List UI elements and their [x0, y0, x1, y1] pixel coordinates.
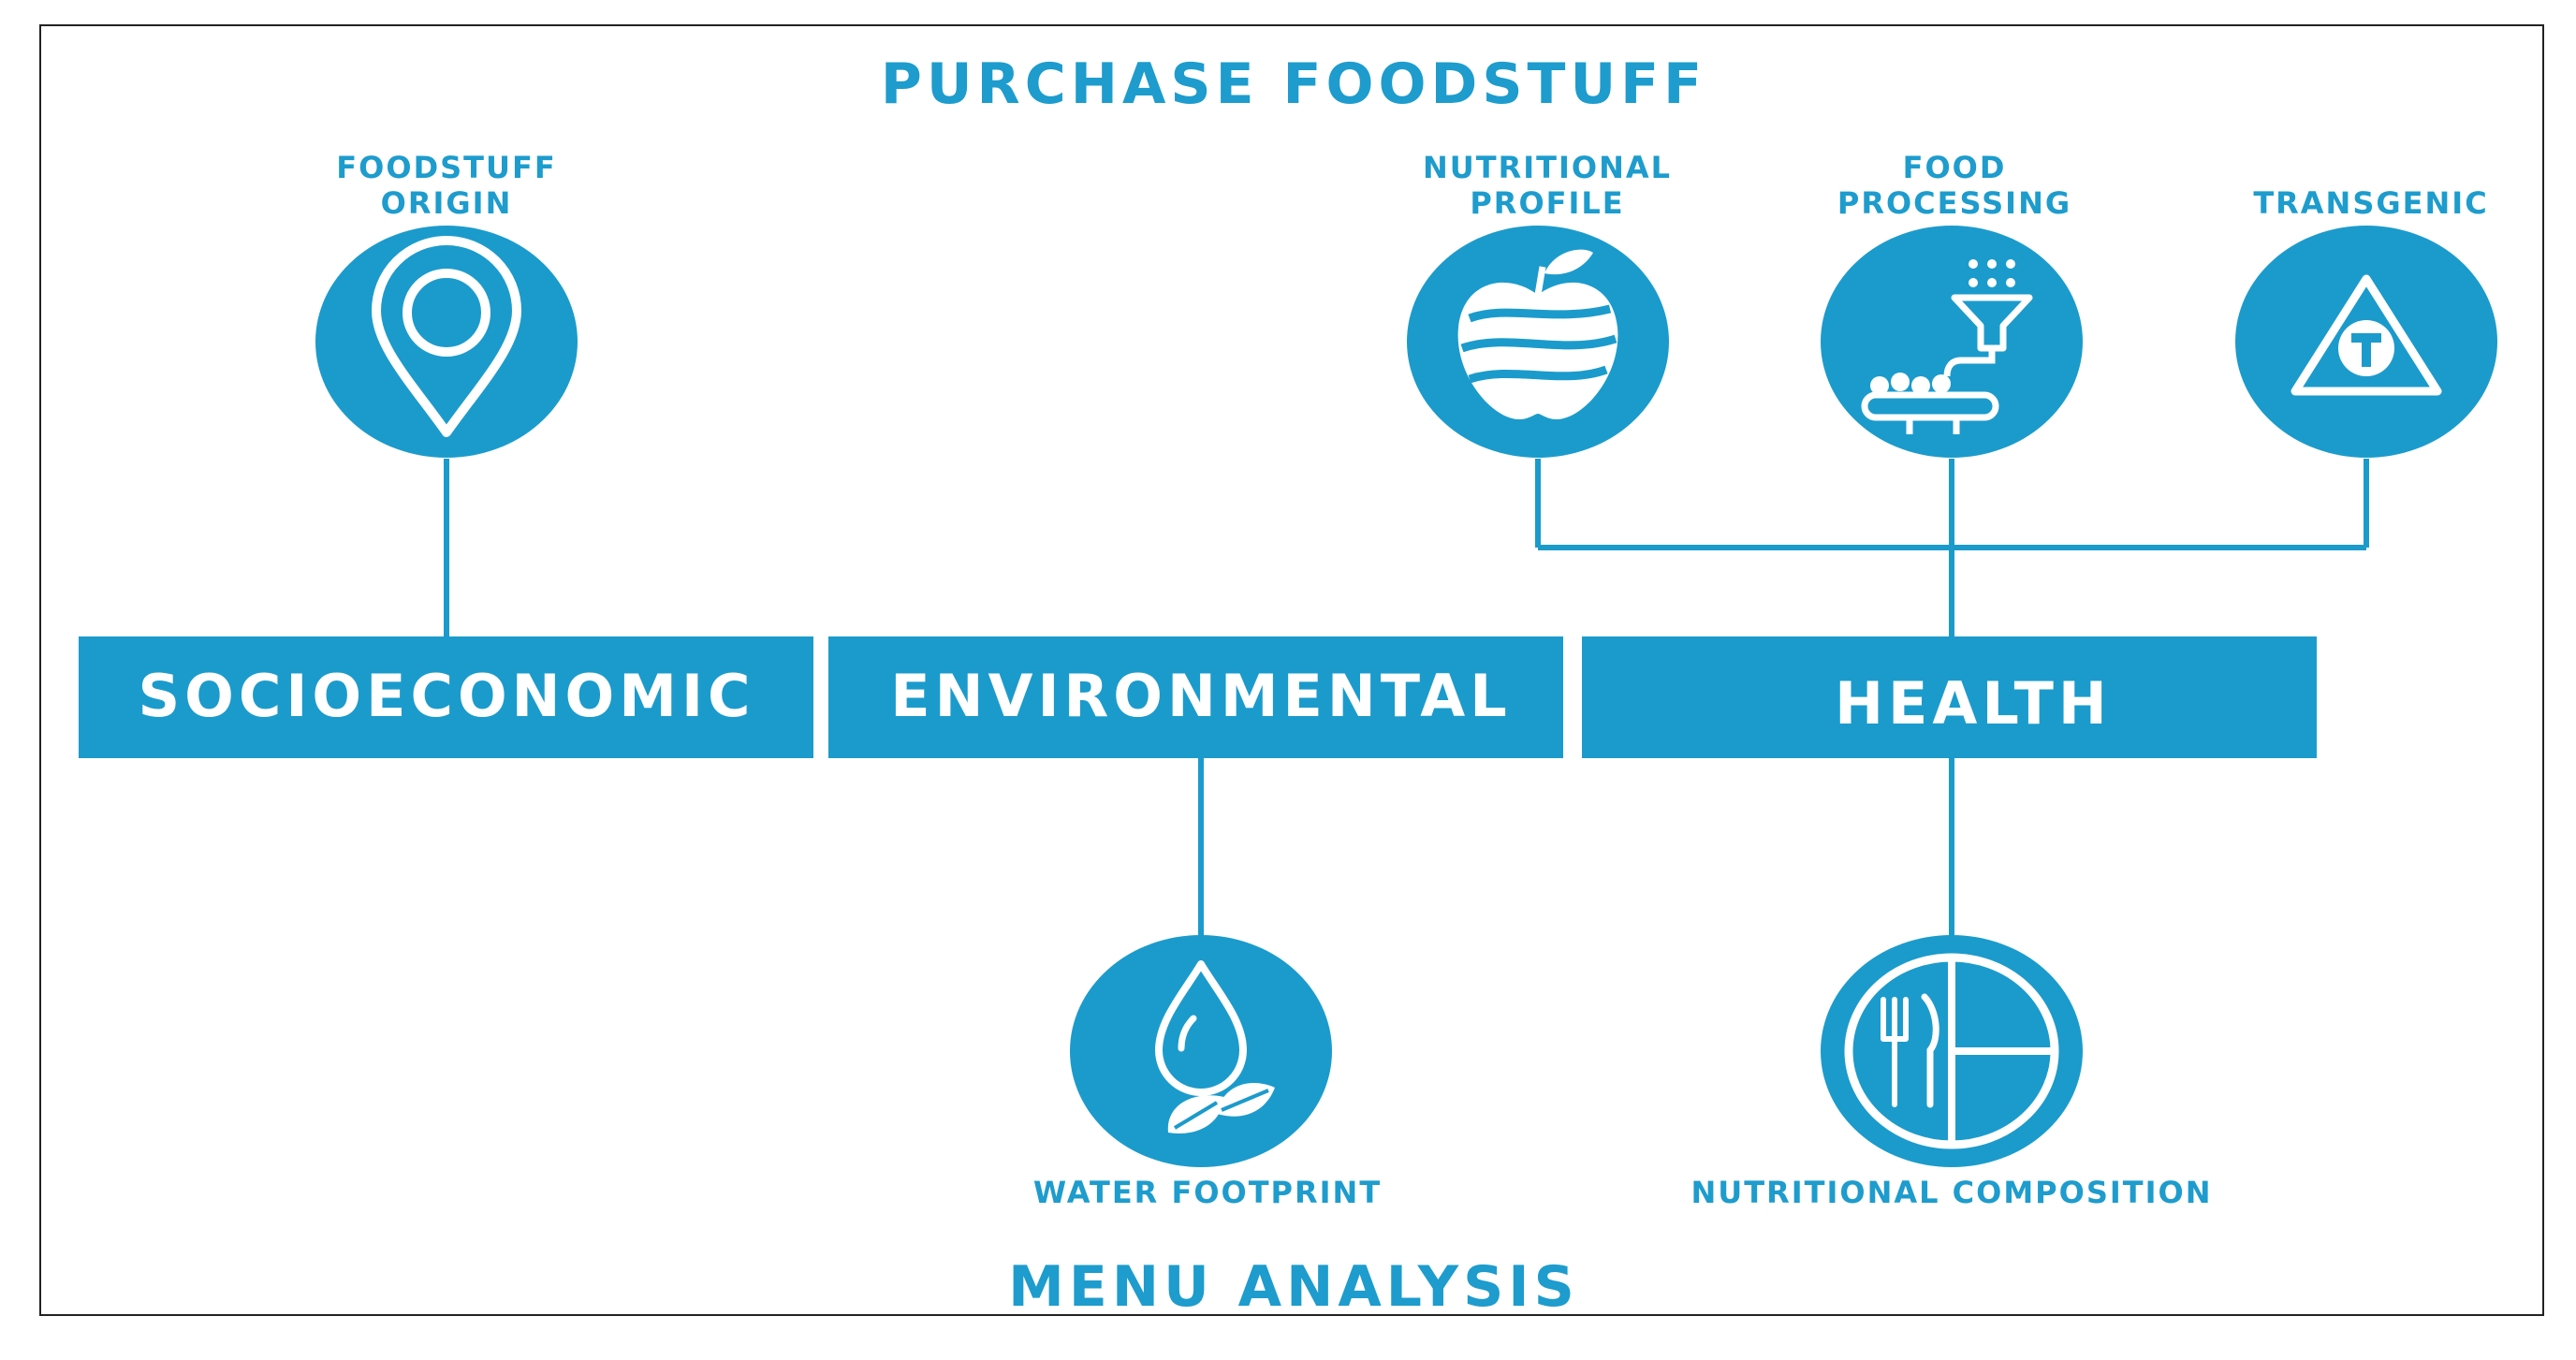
water-footprint-label: WATER FOOTPRINT	[1033, 1175, 1382, 1210]
environmental-bar	[828, 636, 1563, 758]
bottom-title: MENU ANALYSIS	[1008, 1254, 1579, 1320]
location-pin-icon	[315, 226, 578, 458]
nutritional-profile-line1: NUTRITIONAL	[1423, 150, 1672, 185]
plate-cutlery-icon	[1821, 935, 2083, 1167]
socioeconomic-bar	[79, 636, 813, 758]
socioeconomic-label: SOCIOECONOMIC	[138, 662, 754, 730]
top-title: PURCHASE FOODSTUFF	[881, 51, 1706, 117]
nutritional-profile-label: NUTRITIONAL PROFILE	[1423, 150, 1672, 221]
diagram-frame	[39, 24, 2544, 1316]
food-processing-label: FOOD PROCESSING	[1837, 150, 2071, 221]
food-processing-line2: PROCESSING	[1837, 185, 2071, 221]
apple-icon	[1407, 226, 1669, 458]
foodstuff-origin-line1: FOODSTUFF	[336, 150, 556, 185]
water-drop-leaf-icon	[1070, 935, 1332, 1167]
health-bar	[1582, 636, 2317, 758]
connector-lines	[444, 459, 2369, 936]
transgenic-label: TRANSGENIC	[2253, 185, 2488, 221]
foodstuff-origin-label: FOODSTUFF ORIGIN	[336, 150, 556, 221]
food-processing-line1: FOOD	[1903, 150, 2007, 185]
foodstuff-origin-line2: ORIGIN	[381, 185, 513, 221]
environmental-label: ENVIRONMENTAL	[890, 662, 1512, 730]
transgenic-warning-icon	[2235, 226, 2497, 458]
health-label: HEALTH	[1835, 669, 2112, 738]
nutritional-profile-line2: PROFILE	[1470, 185, 1624, 221]
nutritional-composition-label: NUTRITIONAL COMPOSITION	[1690, 1175, 2212, 1210]
food-processing-icon	[1821, 226, 2083, 458]
